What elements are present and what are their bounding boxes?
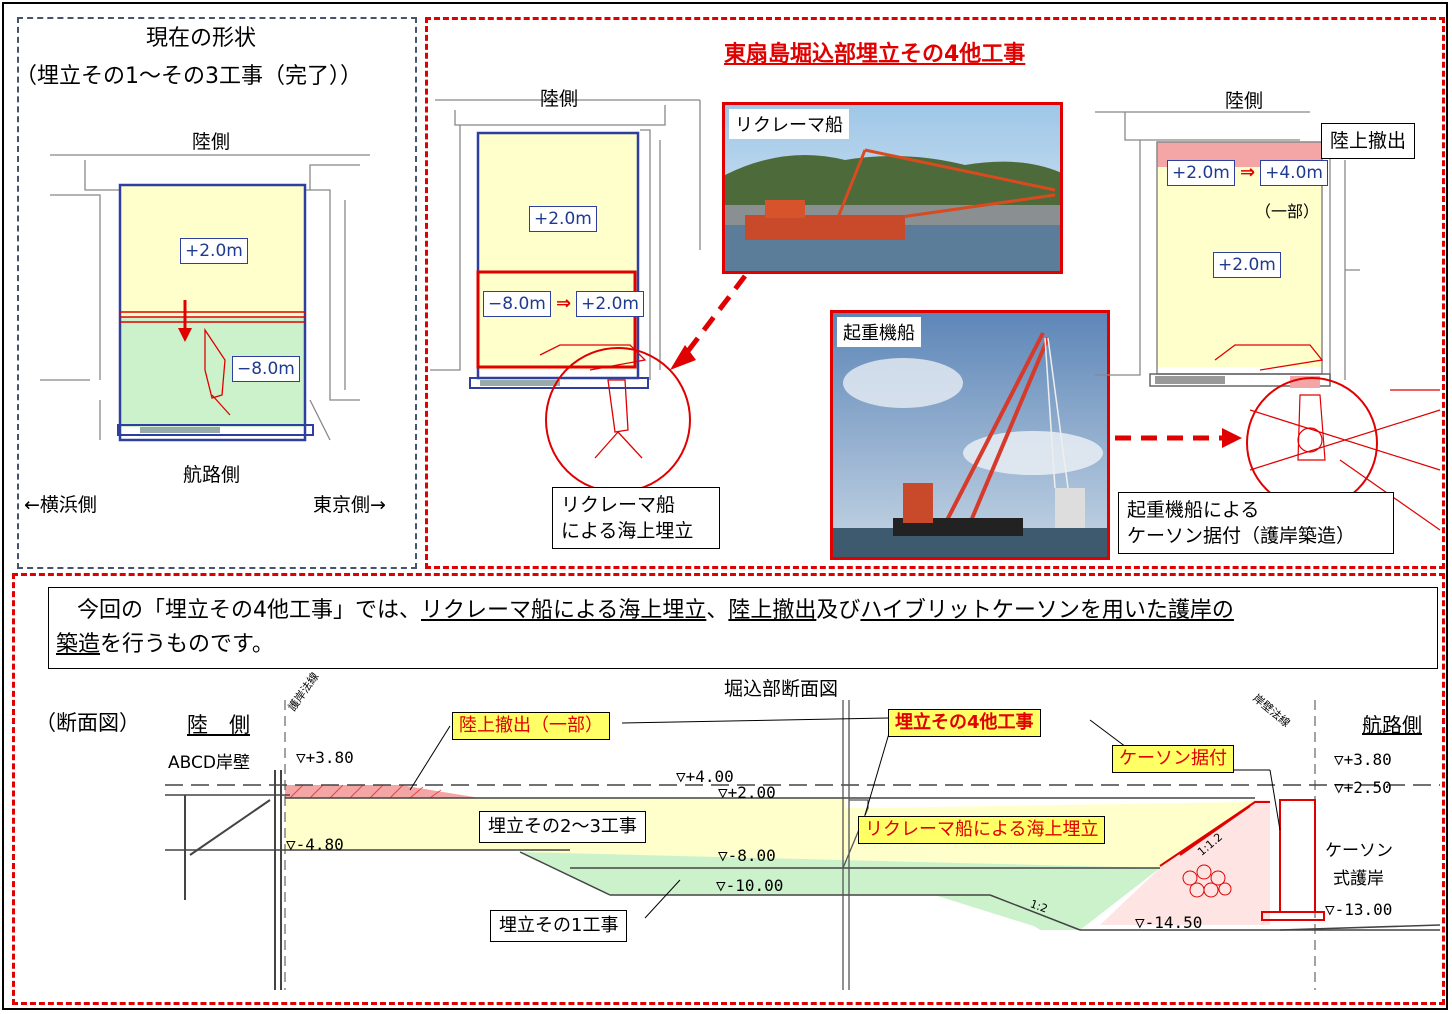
right-plan-level: +2.0m	[1213, 252, 1281, 278]
left-plan-change: −8.0m ⇒ +2.0m	[483, 291, 644, 317]
left-change-arrow: ⇒	[555, 293, 572, 314]
right-plan-change: +2.0m ⇒ +4.0m	[1167, 160, 1328, 186]
crane-photo-image	[833, 313, 1107, 557]
right-change-arrow: ⇒	[1239, 162, 1256, 183]
summary-mid2: 及び	[816, 598, 861, 623]
section-removal	[285, 785, 480, 798]
project-name-callout: 埋立その4他工事	[888, 709, 1041, 737]
panel-current-shape	[17, 17, 417, 569]
section-channel-side: 航路側	[1362, 713, 1422, 737]
left-change-to: +2.0m	[576, 291, 644, 317]
right-plan-land-side: 陸側	[1225, 90, 1264, 112]
right-change-from: +2.0m	[1167, 160, 1235, 186]
left-plan-fill	[478, 133, 638, 370]
summary-u1: リクレーマ船による海上埋立	[420, 598, 707, 623]
level-m800: ▽-8.00	[718, 846, 776, 865]
current-title: 現在の形状	[146, 26, 257, 51]
reclaim-1-callout: 埋立その1工事	[490, 910, 628, 942]
reclaimer-ship-photo: リクレーマ船	[722, 102, 1063, 274]
reclaimer-callout-line1: リクレーマ船	[561, 494, 676, 516]
summary-u4: 築造	[56, 632, 101, 657]
current-channel-side: 航路側	[183, 464, 241, 486]
current-level-lower: −8.0m	[232, 356, 300, 382]
level-right-380: ▽+3.80	[1334, 750, 1392, 769]
left-change-from: −8.0m	[483, 291, 551, 317]
summary-u2: 陸上撤出	[728, 598, 817, 623]
level-left-380: ▽+3.80	[296, 748, 354, 767]
crane-ship-photo: 起重機船	[830, 310, 1110, 560]
panel-section	[12, 573, 1445, 1005]
reclaim-2-3-callout: 埋立その2～3工事	[479, 811, 646, 843]
project-title: 東扇島堀込部埋立その4他工事	[724, 42, 1026, 67]
current-subtitle: （埋立その1～その3工事（完了））	[15, 64, 362, 89]
level-m1300: ▽-13.00	[1325, 900, 1393, 919]
level-m1000: ▽-10.00	[716, 876, 784, 895]
caisson-type-line1: ケーソン	[1325, 841, 1393, 861]
left-plan-land-side: 陸側	[540, 88, 579, 110]
summary-text: 今回の「埋立その4他工事」では、リクレーマ船による海上埋立、陸上撤出及びハイブリ…	[56, 594, 1436, 662]
section-rubble	[1100, 800, 1270, 925]
current-land-side: 陸側	[192, 131, 231, 153]
section-land-side: 陸 側	[187, 713, 250, 737]
level-200: ▽+2.00	[718, 783, 776, 802]
crane-photo-label: 起重機船	[837, 317, 921, 347]
reclaimer-callout: リクレーマ船 による海上埋立	[552, 487, 720, 549]
crane-callout-line2: ケーソン据付（護岸築造）	[1127, 525, 1356, 547]
reclaimer-photo-label: リクレーマ船	[729, 109, 849, 139]
right-change-to: +4.0m	[1260, 160, 1328, 186]
current-level-upper: +2.0m	[180, 238, 248, 264]
reclaimer-photo-image	[725, 105, 1060, 271]
summary-u3: ハイブリットケーソンを用いた護岸の	[860, 598, 1234, 623]
abcd-wall-label: ABCD岸壁	[168, 753, 250, 773]
reclaimer-callout-line2: による海上埋立	[561, 520, 694, 542]
summary-mid1: 、	[706, 598, 729, 623]
panel-project	[425, 17, 1445, 569]
land-removal-box: 陸上撤出	[1321, 123, 1416, 159]
summary-post: を行うものです。	[100, 632, 274, 657]
level-right-250: ▽+2.50	[1334, 778, 1392, 797]
level-left-m480: ▽-4.80	[286, 835, 344, 854]
section-label: （断面図）	[35, 711, 140, 735]
caisson-type-line2: 式護岸	[1333, 869, 1384, 889]
summary-box	[48, 587, 1438, 669]
land-removal-partial-callout: 陸上撤出（一部）	[452, 712, 610, 740]
summary-pre: 今回の「埋立その4他工事」では、	[76, 598, 421, 623]
section-title: 堀込部断面図	[724, 678, 839, 700]
left-plan-level: +2.0m	[529, 206, 597, 232]
level-400: ▽+4.00	[676, 767, 734, 786]
crane-callout-line1: 起重機船による	[1127, 499, 1260, 521]
yokohama-direction: ←横浜側	[24, 494, 97, 516]
tokyo-direction: 東京側→	[313, 494, 386, 516]
reclaimer-fill-callout: リクレーマ船による海上埋立	[858, 816, 1106, 844]
level-m1450: ▽-14.50	[1135, 913, 1203, 932]
caisson-install-callout: ケーソン据付	[1112, 745, 1234, 773]
right-plan-partial: （一部）	[1255, 202, 1320, 221]
crane-callout: 起重機船による ケーソン据付（護岸築造）	[1118, 492, 1394, 554]
